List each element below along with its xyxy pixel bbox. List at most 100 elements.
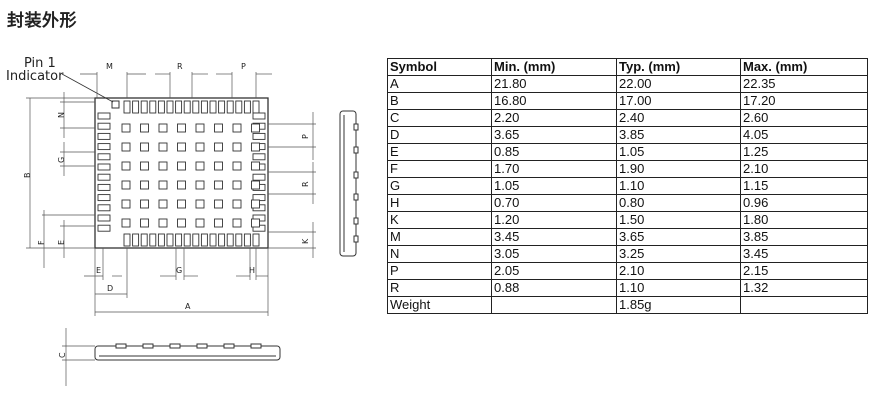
dim-label-b: B <box>23 173 32 179</box>
edge-pad-left <box>97 143 111 151</box>
cell-value: 4.05 <box>740 126 868 144</box>
edge-pad-left <box>97 153 111 161</box>
edge-pad-left <box>97 224 111 232</box>
edge-pad-bottom <box>243 233 251 247</box>
inner-pad <box>177 218 186 228</box>
cell-value: 1.32 <box>740 279 868 297</box>
edge-pad-left <box>97 132 111 140</box>
inner-pad <box>121 199 131 209</box>
edge-pad-left <box>97 163 111 171</box>
edge-pad-left <box>97 173 111 181</box>
cell-value: 0.70 <box>491 194 617 212</box>
pin1-label-line1: Pin 1 <box>24 56 56 71</box>
dim-label-g-bottom: G <box>176 266 182 275</box>
dim-label-a: A <box>185 302 191 311</box>
inner-pad <box>214 199 223 209</box>
header-max: Max. (mm) <box>740 58 868 76</box>
inner-pad <box>251 123 260 133</box>
cell-value: 3.05 <box>491 245 617 263</box>
package-body <box>94 97 269 249</box>
edge-pad-top <box>243 100 251 114</box>
cell-value <box>740 296 868 314</box>
pin1-square <box>111 100 120 109</box>
inner-pad <box>140 161 149 171</box>
inner-pad <box>158 199 168 209</box>
side-view-right <box>339 110 359 257</box>
edge-pad-top <box>132 100 140 114</box>
cell-symbol: N <box>387 245 492 263</box>
cell-symbol: M <box>387 228 492 246</box>
edge-pad-top <box>123 100 131 114</box>
cell-value: 1.20 <box>491 211 617 229</box>
dim-label-c: C <box>58 352 67 358</box>
cell-value: 1.10 <box>616 177 741 195</box>
inner-pad <box>158 123 168 133</box>
dim-label-r-top: R <box>177 62 183 71</box>
cell-symbol: E <box>387 143 492 161</box>
cell-symbol: R <box>387 279 492 297</box>
edge-pad-bottom <box>132 233 140 247</box>
pin1-leader <box>61 73 114 103</box>
cell-value: 1.15 <box>740 177 868 195</box>
cell-value: 1.05 <box>491 177 617 195</box>
inner-pad <box>140 142 149 152</box>
header-symbol: Symbol <box>387 58 492 76</box>
inner-pad <box>251 180 260 190</box>
inner-pad <box>232 142 242 152</box>
cell-value: 2.60 <box>740 109 868 127</box>
cell-symbol: H <box>387 194 492 212</box>
cell-value: 21.80 <box>491 75 617 93</box>
inner-pad <box>158 218 168 228</box>
cell-value: 3.45 <box>740 245 868 263</box>
edge-pad-top <box>209 100 217 114</box>
edge-pad-top <box>157 100 165 114</box>
dim-label-k: K <box>301 238 310 244</box>
side-view-bottom <box>94 343 281 361</box>
right-dimensions <box>268 112 316 258</box>
inner-pad <box>195 142 205 152</box>
inner-pad <box>232 199 242 209</box>
cell-symbol: F <box>387 160 492 178</box>
edge-pad-bottom <box>226 233 234 247</box>
edge-pad-left <box>97 122 111 130</box>
dim-label-p-top: P <box>241 62 246 71</box>
inner-pad <box>121 218 131 228</box>
edge-pad-left <box>97 194 111 202</box>
edge-pad-bottom <box>218 233 226 247</box>
cell-value: 0.80 <box>616 194 741 212</box>
edge-pad-top <box>183 100 191 114</box>
inner-pad <box>158 180 168 190</box>
inner-pad <box>232 180 242 190</box>
cell-value: 1.80 <box>740 211 868 229</box>
edge-pad-bottom <box>192 233 200 247</box>
cell-value: 3.85 <box>740 228 868 246</box>
cell-value: 2.40 <box>616 109 741 127</box>
edge-pad-top <box>226 100 234 114</box>
bottom-dimensions <box>84 248 269 316</box>
edge-pad-top <box>140 100 148 114</box>
page-title: 封装外形 <box>7 11 77 31</box>
edge-pad-left <box>97 214 111 222</box>
dim-label-g-left: G <box>57 157 66 163</box>
cell-symbol: C <box>387 109 492 127</box>
edge-pad-top <box>166 100 174 114</box>
cell-symbol: B <box>387 92 492 110</box>
cell-value: 22.00 <box>616 75 741 93</box>
inner-pad <box>140 123 149 133</box>
cell-value: 17.00 <box>616 92 741 110</box>
cell-symbol: D <box>387 126 492 144</box>
inner-pad <box>251 142 260 152</box>
cell-value: 16.80 <box>491 92 617 110</box>
dim-label-d: D <box>107 284 113 293</box>
cell-symbol: P <box>387 262 492 280</box>
cell-value: 2.05 <box>491 262 617 280</box>
inner-pad <box>195 180 205 190</box>
inner-pad <box>214 180 223 190</box>
